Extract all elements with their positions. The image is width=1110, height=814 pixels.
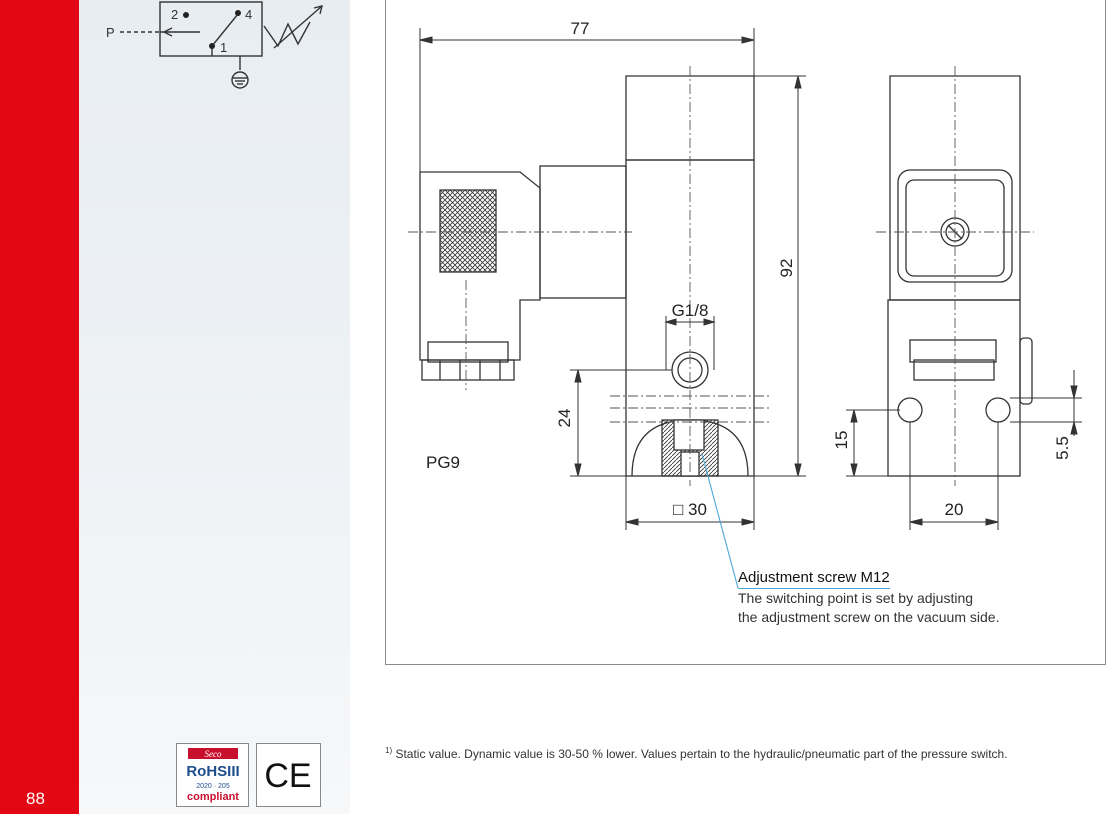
dim-hole-height: 15 <box>832 431 851 450</box>
callout-line-1: The switching point is set by adjusting <box>738 590 974 606</box>
dim-port-height: 24 <box>555 409 574 428</box>
dim-height: 92 <box>777 259 796 278</box>
side-body <box>887 299 1021 477</box>
dim-hole-spacing: 20 <box>945 500 964 519</box>
callout-line-2: the adjustment screw on the vacuum side. <box>738 609 1000 625</box>
dim-square: □ 30 <box>673 500 707 519</box>
footnote-marker: 1) <box>385 746 393 755</box>
mounting-hole-right <box>985 397 1011 423</box>
connector-label: PG9 <box>426 453 460 472</box>
plug-grid <box>439 189 497 273</box>
callout-leader <box>701 453 739 589</box>
symbol-box <box>159 1 263 57</box>
spring-icon <box>263 21 311 48</box>
certification-badges: Seco RoHSIII 2020 · 205 compliant CE <box>176 743 321 807</box>
arrow-head-icon <box>162 27 173 37</box>
ground-icon <box>231 71 249 89</box>
dim-port: G1/8 <box>672 301 709 320</box>
technical-drawing-frame <box>385 0 1106 665</box>
ce-badge <box>256 743 321 807</box>
technical-drawing: 77 92 G1/8 24 □ 30 15 20 5.5 PG9 <box>408 19 1082 589</box>
mounting-hole-left <box>897 397 923 423</box>
ce-mark: CE <box>264 757 311 795</box>
rohs-years: 2020 · 205 <box>196 783 230 790</box>
switch-contact <box>211 13 239 47</box>
side-panel <box>79 0 350 814</box>
dim-width: 77 <box>571 19 590 38</box>
port-4-label: 4 <box>245 7 252 22</box>
callout-title: Adjustment screw M12 <box>738 568 890 589</box>
port-2-label: 2 <box>171 7 178 22</box>
switch-symbol: P 2 4 1 <box>106 1 323 89</box>
rohs-brand: Seco <box>205 749 222 759</box>
dim-hole-dia: 5.5 <box>1053 436 1072 460</box>
rohs-brand-bar <box>188 748 238 759</box>
red-sidebar <box>0 0 79 814</box>
rohs-compliant: compliant <box>187 791 239 803</box>
footnote-text: Static value. Dynamic value is 30-50 % l… <box>392 747 1008 761</box>
port-p-label: P <box>106 25 115 40</box>
rohs-title: RoHSIII <box>186 763 239 780</box>
adjustment-callout: Adjustment screw M12 The switching point… <box>738 568 999 627</box>
footnote: 1) Static value. Dynamic value is 30-50 … <box>385 746 1008 761</box>
port-1-label: 1 <box>220 40 227 55</box>
page-number: 88 <box>26 789 45 808</box>
